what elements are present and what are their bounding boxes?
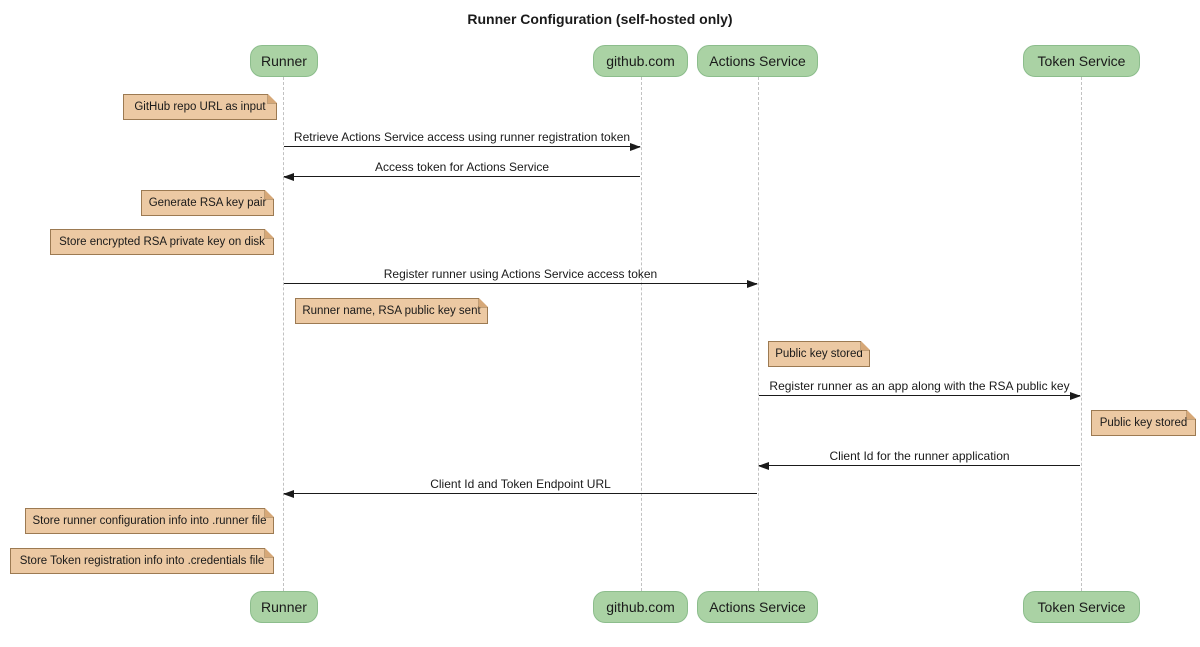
arrowhead-right-icon bbox=[747, 280, 758, 289]
lifeline-token-service bbox=[1080, 77, 1082, 591]
note-text: Public key stored bbox=[775, 348, 863, 360]
message-access-token: Access token for Actions Service bbox=[283, 160, 640, 182]
message-label: Retrieve Actions Service access using ru… bbox=[293, 130, 631, 144]
note-runner-name-public-key: Runner name, RSA public key sent bbox=[295, 298, 488, 324]
note-store-runner-file: Store runner configuration info into .ru… bbox=[25, 508, 274, 534]
note-text: Store runner configuration info into .ru… bbox=[32, 515, 267, 527]
lifeline-runner bbox=[282, 77, 284, 591]
arrow-line bbox=[283, 490, 757, 499]
arrow-line bbox=[284, 280, 758, 289]
participant-actions-service-top: Actions Service bbox=[697, 45, 818, 77]
message-register-runner-app: Register runner as an app along with the… bbox=[759, 379, 1081, 401]
lifeline-actions-service bbox=[757, 77, 759, 591]
participant-actions-service-bottom: Actions Service bbox=[697, 591, 818, 623]
message-label: Access token for Actions Service bbox=[374, 160, 550, 174]
message-client-id-endpoint: Client Id and Token Endpoint URL bbox=[283, 477, 757, 499]
message-label: Client Id and Token Endpoint URL bbox=[430, 477, 611, 491]
note-store-credentials-file: Store Token registration info into .cred… bbox=[10, 548, 274, 574]
message-label: Client Id for the runner application bbox=[829, 449, 1010, 463]
participant-github-top: github.com bbox=[593, 45, 688, 77]
note-text: Runner name, RSA public key sent bbox=[302, 305, 481, 317]
lifeline-github bbox=[640, 77, 642, 591]
note-store-private-key: Store encrypted RSA private key on disk bbox=[50, 229, 274, 255]
arrowhead-left-icon bbox=[283, 173, 294, 182]
note-text: Public key stored bbox=[1099, 417, 1188, 429]
note-public-key-stored-actions: Public key stored bbox=[768, 341, 870, 367]
note-text: Generate RSA key pair bbox=[148, 197, 267, 209]
note-public-key-stored-token: Public key stored bbox=[1091, 410, 1196, 436]
message-label: Register runner as an app along with the… bbox=[769, 379, 1070, 393]
arrowhead-right-icon bbox=[1070, 392, 1081, 401]
message-label: Register runner using Actions Service ac… bbox=[383, 267, 658, 281]
arrowhead-left-icon bbox=[283, 490, 294, 499]
participant-token-service-bottom: Token Service bbox=[1023, 591, 1140, 623]
message-client-id: Client Id for the runner application bbox=[758, 449, 1080, 471]
arrowhead-left-icon bbox=[758, 462, 769, 471]
note-generate-rsa-key: Generate RSA key pair bbox=[141, 190, 274, 216]
participant-github-bottom: github.com bbox=[593, 591, 688, 623]
note-text: Store Token registration info into .cred… bbox=[19, 555, 265, 567]
note-text: Store encrypted RSA private key on disk bbox=[59, 236, 265, 248]
arrow-line bbox=[758, 462, 1080, 471]
message-retrieve-actions-access: Retrieve Actions Service access using ru… bbox=[284, 130, 641, 152]
arrow-line bbox=[284, 143, 641, 152]
participant-runner-bottom: Runner bbox=[250, 591, 318, 623]
arrow-line bbox=[759, 392, 1081, 401]
participant-runner-top: Runner bbox=[250, 45, 318, 77]
participant-token-service-top: Token Service bbox=[1023, 45, 1140, 77]
arrowhead-right-icon bbox=[630, 143, 641, 152]
note-github-repo-url: GitHub repo URL as input bbox=[123, 94, 277, 120]
arrow-line bbox=[283, 173, 640, 182]
diagram-title: Runner Configuration (self-hosted only) bbox=[467, 11, 733, 27]
message-register-runner: Register runner using Actions Service ac… bbox=[284, 267, 758, 289]
note-text: GitHub repo URL as input bbox=[134, 101, 266, 113]
